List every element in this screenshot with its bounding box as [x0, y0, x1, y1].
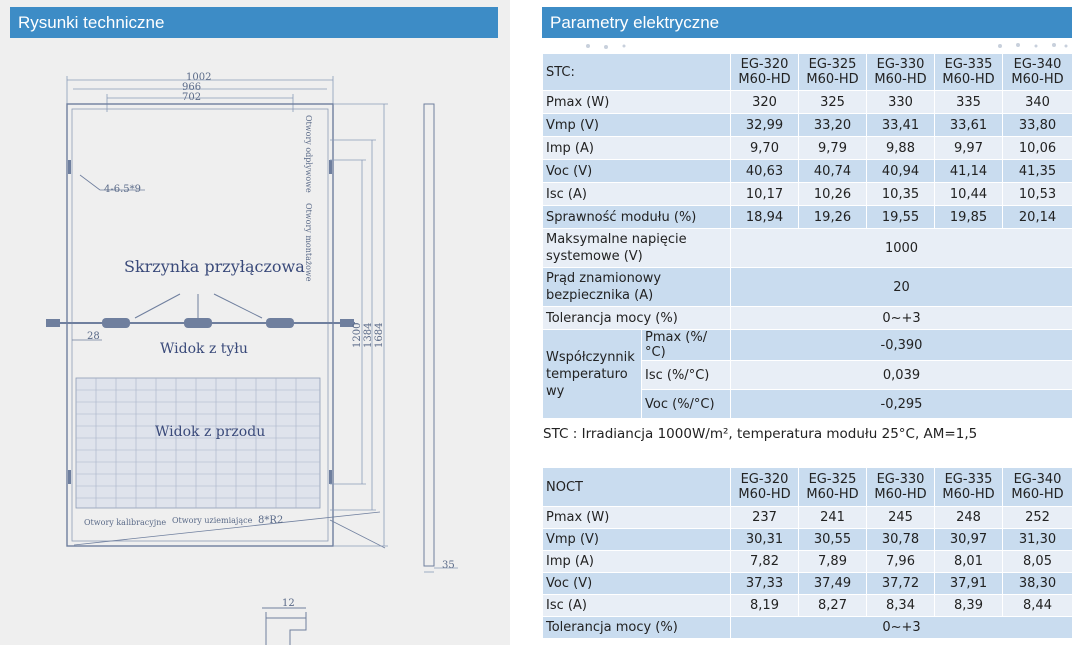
solar-cell-grid — [75, 377, 321, 509]
dim-top-1: 1002 — [186, 72, 211, 83]
stc-header-label: STC: — [541, 53, 732, 91]
label-mounting-holes: Otwory montażowe — [304, 203, 313, 282]
dim-profile-width: 12 — [282, 598, 295, 609]
label-junction-box: Skrzynka przyłączowa — [124, 257, 305, 276]
stc-note: STC : Irradiancja 1000W/m², temperatura … — [543, 426, 978, 442]
junction-pointer-lines — [134, 293, 263, 319]
frame-cross-section — [262, 607, 307, 645]
electrical-title: Parametry elektryczne — [542, 7, 1072, 38]
dim-side-3: 1684 — [374, 323, 385, 348]
power-tolerance-row: Tolerancja mocy (%) 0~+3 — [541, 306, 1074, 330]
label-back-view: Widok z tyłu — [160, 341, 248, 357]
dim-cable: 28 — [87, 331, 100, 342]
temp-coeff-row: Isc (%/°C) 0,039 — [543, 360, 1074, 390]
technical-drawings-panel: Rysunki techniczne 1002 966 702 4-6.5*9 — [0, 0, 510, 645]
dim-top-2: 966 — [182, 82, 201, 93]
perspective-lines — [73, 511, 386, 549]
label-front-view: Widok z przodu — [155, 424, 265, 440]
temp-coeff-row: Voc (%/°C) -0,295 — [543, 389, 1074, 419]
dim-frame-depth: 35 — [442, 560, 455, 571]
label-drain-holes: Otwory odpływowe — [304, 115, 313, 193]
side-dimension-lines — [330, 103, 388, 547]
junction-boxes — [46, 318, 354, 328]
drawings-title: Rysunki techniczne — [10, 7, 498, 38]
dim-side-2: 1384 — [363, 323, 374, 348]
panel-outline — [66, 103, 334, 547]
dim-top-3: 702 — [182, 92, 201, 103]
dim-holes: 4-6.5*9 — [104, 184, 141, 195]
decorative-dots — [586, 43, 1068, 49]
dim-side-1: 1200 — [352, 323, 363, 348]
dim-corner: 8*R2 — [258, 515, 283, 526]
mounting-hole-marks — [68, 160, 332, 484]
noct-header-label: NOCT — [542, 467, 731, 507]
technical-drawing: 1002 966 702 4-6.5*9 Otwory odpływowe Ot… — [46, 72, 458, 645]
top-dimension-lines — [66, 76, 334, 112]
label-ground-holes: Otwory uziemiające — [172, 516, 253, 525]
frame-side-profile — [423, 103, 458, 573]
label-calibration-holes: Otwory kalibracyjne — [84, 518, 166, 527]
noct-tolerance-row: Tolerancja mocy (%) 0~+3 — [542, 616, 1073, 639]
panel-inner-frame — [71, 108, 329, 542]
